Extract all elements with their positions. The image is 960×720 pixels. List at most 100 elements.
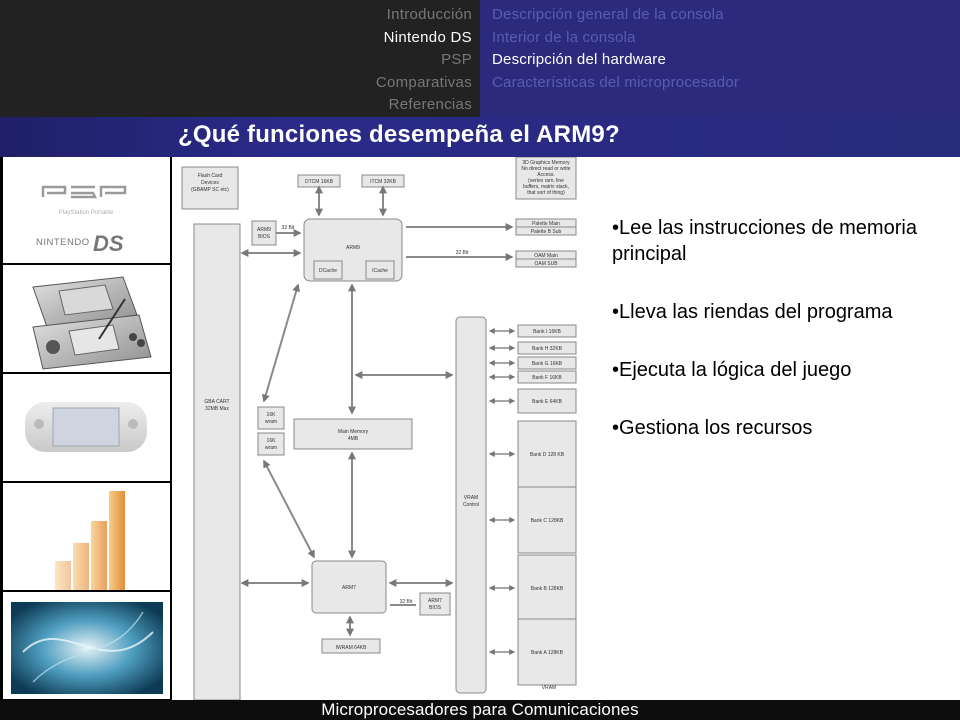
arm9-bios-label-2: BIOS <box>258 234 271 240</box>
flash-card-label-2: Devices <box>201 180 219 186</box>
dtcm-label: DTCM 16KB <box>305 179 334 185</box>
psp-logo-sub: PlayStation Portable <box>59 210 114 216</box>
vram-bank-label: Bank D 128 KB <box>530 452 565 458</box>
flash-card-label-1: Flash Card <box>198 173 223 179</box>
vram-control-label-1: VRAM <box>464 495 478 501</box>
gfx-memory-note-box <box>515 157 577 200</box>
vram-control-label-2: Control <box>463 502 479 508</box>
palette-main-label: Palette Main <box>532 221 560 227</box>
gfx-note-4: (vertex ram, line <box>528 178 564 184</box>
psp-logo <box>41 185 127 199</box>
oam-sub-box <box>515 258 577 268</box>
bullet-item: Ejecuta la lógica del juego <box>612 357 952 383</box>
nav-subsection-interior[interactable]: Interior de la consola <box>492 28 636 46</box>
vram-bank-box <box>517 486 577 554</box>
sidebar-logos: PlayStation Portable NINTENDO DS <box>3 157 170 264</box>
nds-logo-suffix: DS <box>93 231 124 256</box>
vram-bank-label: Bank F 16KB <box>532 375 562 381</box>
vram-control-box <box>455 316 487 694</box>
vram-bank-label: Bank B 128KB <box>531 586 564 592</box>
icache-label: ICache <box>372 268 388 274</box>
arm9-bios-label-1: ARM9 <box>257 227 271 233</box>
wram2-label-1: 16K <box>267 438 277 444</box>
iwram-label: IWRAM 64KB <box>336 645 368 651</box>
psp-console-image <box>3 374 170 482</box>
nav-subsection-microprocesador[interactable]: Características del microprocesador <box>492 73 740 91</box>
bullet-item: Gestiona los recursos <box>612 415 952 441</box>
gfx-note-5: buffers, matrix stack, <box>523 184 569 190</box>
bullet-item: Lee las instrucciones de memoria princip… <box>612 215 952 267</box>
abstract-image <box>3 592 170 700</box>
bus-label-arm9-bios: 32 Bit <box>282 225 295 231</box>
main-memory-label-2: 4MB <box>348 436 359 442</box>
palette-sub-label: Palette B Sub <box>531 229 562 235</box>
vram-bank-box <box>517 370 577 384</box>
bus-label-oam: 32 Bit <box>456 250 469 256</box>
arm9-label: ARM9 <box>346 245 360 251</box>
nav-subsection-descripcion-general[interactable]: Descripción general de la consola <box>492 6 724 23</box>
bullet-list: Lee las instrucciones de memoria princip… <box>612 215 952 473</box>
gba-cart-label-2: 32MB Max <box>205 406 229 412</box>
wram2-label-2: wram <box>265 445 277 451</box>
arm7-bios-box <box>419 592 451 616</box>
dcache-label: DCache <box>319 268 337 274</box>
title-bar: ¿Qué funciones desempeña el ARM9? <box>0 117 960 157</box>
arm7-box <box>311 560 387 614</box>
arm9-bios-box <box>251 220 277 246</box>
vram-banks <box>517 324 577 686</box>
vram-bank-box <box>517 618 577 686</box>
nav-section-psp[interactable]: PSP <box>441 51 472 68</box>
gfx-note-2: No direct read or write <box>521 166 570 172</box>
main-content: Flash Card Devices (GBAMP SC etc) DTCM 1… <box>172 157 960 700</box>
nav-subsection-hardware[interactable]: Descripción del hardware <box>492 51 667 68</box>
oam-sub-label: OAM SUB <box>534 261 558 267</box>
vram-bank-label: Bank I 16KB <box>533 329 561 335</box>
nds-logo-prefix: NINTENDO <box>36 237 90 248</box>
main-memory-box <box>293 418 413 450</box>
wram1-box <box>257 406 285 430</box>
itcm-label: ITCM 32KB <box>370 179 397 185</box>
gfx-note-1: 3D Graphics Memory <box>522 160 570 166</box>
footer-title: Microprocesadores para Comunicaciones <box>321 700 639 719</box>
bullet-item: Lleva las riendas del programa <box>612 299 952 325</box>
bar-graphic-image <box>3 483 170 591</box>
arm7-label: ARM7 <box>342 585 356 591</box>
palette-sub-box <box>515 226 577 236</box>
nav-section-introduccion[interactable]: Introducción <box>386 6 472 23</box>
icache-box <box>365 260 395 280</box>
vram-bank-label: Bank H 32KB <box>532 346 563 352</box>
gfx-note-6: that sort of thing) <box>527 190 565 196</box>
flash-card-label-3: (GBAMP SC etc) <box>191 187 229 193</box>
vram-bank-box <box>517 554 577 622</box>
wram2-box <box>257 432 285 456</box>
vram-bank-label: Bank G 16KB <box>532 361 563 367</box>
vram-bank-box <box>517 324 577 338</box>
page-title: ¿Qué funciones desempeña el ARM9? <box>178 121 620 148</box>
vram-bank-label: Bank E 64KB <box>532 399 562 405</box>
nav-section-nintendo-ds[interactable]: Nintendo DS <box>383 28 472 46</box>
vram-bank-box <box>517 341 577 355</box>
flash-card-box <box>181 166 239 210</box>
iwram-box <box>321 638 381 654</box>
wram1-label-1: 16K <box>267 412 277 418</box>
nav-section-referencias[interactable]: Referencias <box>388 96 472 113</box>
bus-label-arm7-bios: 32 Bit <box>400 599 413 605</box>
sidebar: PlayStation Portable NINTENDO DS <box>0 157 172 700</box>
gba-cart-box <box>193 223 241 700</box>
nav-section-comparativas[interactable]: Comparativas <box>375 73 472 91</box>
dcache-box <box>313 260 343 280</box>
vram-bank-box <box>517 420 577 488</box>
wram1-label-2: wram <box>265 419 277 425</box>
vram-label: VRAM <box>542 685 556 691</box>
footer-bar: Microprocesadores para Comunicaciones <box>0 700 960 720</box>
nds-hardware-diagram: Flash Card Devices (GBAMP SC etc) DTCM 1… <box>181 157 577 700</box>
nav-subsections-panel: Descripción general de la consola Interi… <box>480 0 960 117</box>
oam-main-label: OAM Main <box>534 253 558 259</box>
nds-console-image <box>3 265 170 373</box>
vram-bank-box <box>517 388 577 414</box>
gba-cart-label-1: GBA CART <box>204 399 229 405</box>
main-memory-label-1: Main Memory <box>338 429 369 435</box>
vram-bank-label: Bank A 128KB <box>531 650 564 656</box>
gfx-note-3: Access. <box>537 172 555 178</box>
nav-sections-panel: Introducción Nintendo DS PSP Comparativa… <box>0 0 480 117</box>
